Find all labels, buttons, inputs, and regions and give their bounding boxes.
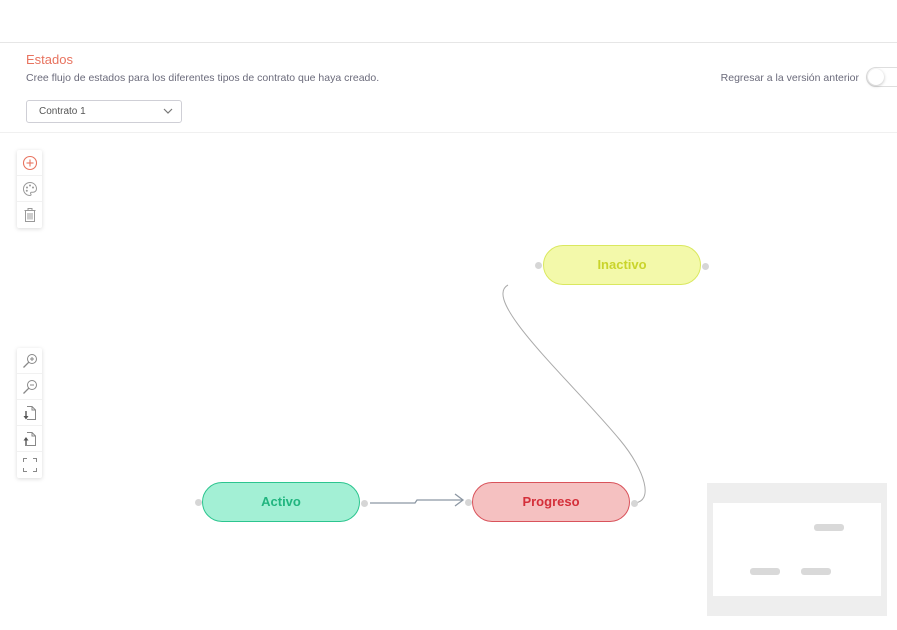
node-anchor[interactable] [361,500,368,507]
export-file-icon [23,432,36,446]
minimap[interactable] [707,483,887,616]
arrow-head [454,493,465,507]
node-anchor[interactable] [631,500,638,507]
edit-toolbar [17,150,42,228]
toggle-knob [868,69,884,85]
header: Estados Cree flujo de estados para los d… [0,43,897,133]
fit-view-button[interactable] [17,452,42,478]
state-node-label: Activo [261,494,301,509]
legacy-version-label: Regresar a la versión anterior [720,72,859,84]
zoom-in-icon [23,354,37,368]
minimap-node [801,568,831,575]
chevron-down-icon [163,108,173,114]
export-button[interactable] [17,426,42,452]
zoom-in-button[interactable] [17,348,42,374]
delete-button[interactable] [17,202,42,228]
add-state-button[interactable] [17,150,42,176]
node-anchor[interactable] [195,499,202,506]
color-button[interactable] [17,176,42,202]
trash-icon [24,208,36,222]
minimap-viewport [713,503,881,596]
contract-select[interactable]: Contrato 1 [26,100,182,123]
contract-select-value: Contrato 1 [39,106,86,117]
node-anchor[interactable] [702,263,709,270]
legacy-version-toggle[interactable] [866,67,897,87]
import-file-icon [23,406,36,420]
minimap-node [814,524,844,531]
edge-activo-progreso[interactable] [370,499,462,504]
fit-screen-icon [23,458,37,472]
state-node-inactivo[interactable]: Inactivo [543,245,701,285]
state-node-label: Progreso [522,494,580,509]
top-bar [0,0,897,43]
minimap-node [750,568,780,575]
state-node-label: Inactivo [597,257,647,272]
zoom-out-button[interactable] [17,374,42,400]
page-title: Estados [26,52,73,67]
page-subtitle: Cree flujo de estados para los diferente… [26,72,380,84]
add-circle-icon [22,155,38,171]
node-anchor[interactable] [535,262,542,269]
view-toolbar [17,348,42,478]
node-anchor[interactable] [465,499,472,506]
zoom-out-icon [23,380,37,394]
state-node-activo[interactable]: Activo [202,482,360,522]
import-button[interactable] [17,400,42,426]
edge-progreso-inactivo[interactable] [502,284,646,504]
state-node-progreso[interactable]: Progreso [472,482,630,522]
palette-icon [23,181,38,197]
